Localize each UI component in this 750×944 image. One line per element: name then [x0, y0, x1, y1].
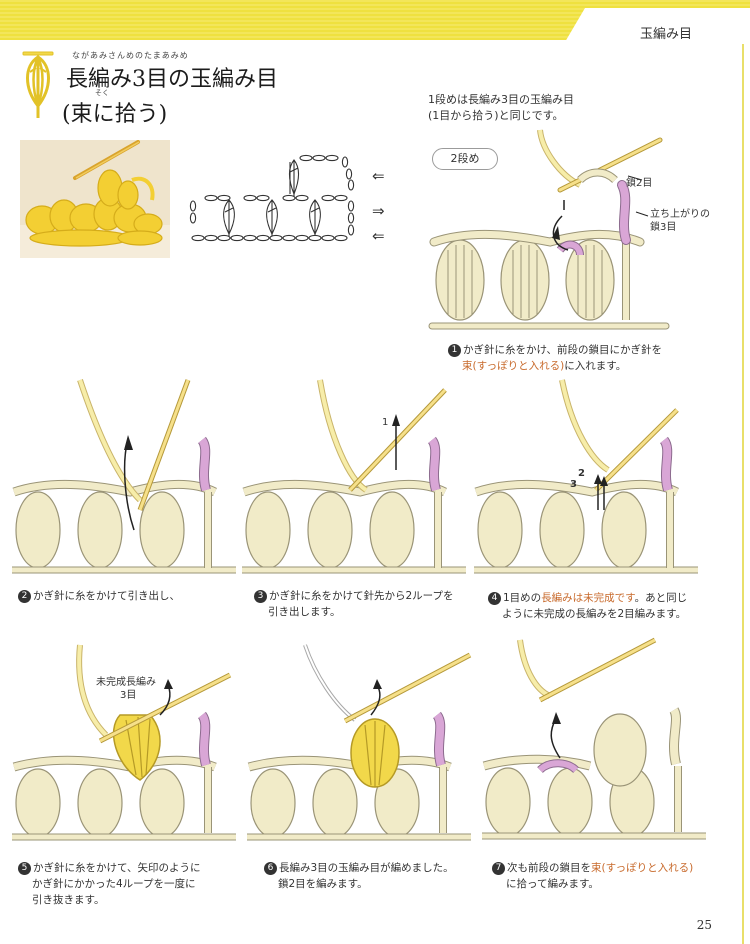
yarn-base-rows — [428, 229, 670, 330]
round-2-badge: 2段め — [432, 148, 498, 170]
chart-arrow-chain: ⇐ — [372, 227, 385, 245]
step2-illustration — [12, 379, 236, 574]
chart-arrow-row1: ⇒ — [372, 202, 385, 220]
step6-illustration — [247, 644, 472, 841]
step1-number: 1 — [448, 344, 461, 357]
intro-note: 1段めは長編み3目の玉編み目 (1目から拾う)と同じです。 — [428, 92, 574, 124]
swatch-photo — [20, 140, 170, 258]
working-yarn — [537, 129, 582, 188]
label-chain-2: 鎖2目 — [626, 178, 653, 189]
step5-number: 5 — [18, 862, 31, 875]
step7-illustration — [482, 637, 706, 840]
step5-illustration — [12, 644, 236, 841]
label-unfinished-line2: 3目 — [120, 690, 137, 701]
puff-stitch-symbol-icon — [22, 51, 54, 118]
step2-number: 2 — [18, 590, 31, 603]
page-title: 長編み3目の玉編み目 — [66, 67, 278, 92]
step7-number: 7 — [492, 862, 505, 875]
step4-mark-2: 2 — [578, 468, 585, 479]
title-ruby: ながあみさんめのたまあみめ — [72, 51, 189, 60]
step3-mark: 1 — [382, 417, 389, 428]
step4-number: 4 — [488, 592, 501, 605]
side-rule — [742, 44, 744, 944]
header-tab — [565, 8, 750, 42]
label-turning-chain-line2: 鎖3目 — [650, 222, 677, 233]
yellow-swatch-image — [20, 140, 170, 258]
step4-mark-3: 3 — [570, 479, 577, 490]
intro-note-line2: (1目から拾う)と同じです。 — [428, 109, 564, 122]
step1-illustration — [428, 129, 670, 330]
chart-chain-row-bottom — [191, 224, 355, 242]
chart-chain-row-middle — [204, 194, 348, 202]
step6-number: 6 — [264, 862, 277, 875]
step3-illustration — [242, 379, 466, 574]
chart-arrow-row2: ⇐ — [372, 167, 385, 185]
subtitle-ruby: そく — [95, 89, 109, 97]
section-title: 玉編み目 — [639, 27, 692, 42]
chart-puff-stitches — [223, 199, 321, 236]
label-turning-chain-line1: 立ち上がりの — [650, 209, 710, 220]
header-band — [0, 0, 750, 42]
page-number: 25 — [696, 918, 712, 932]
step3-number: 3 — [254, 590, 267, 603]
stitch-chart — [189, 154, 355, 242]
intro-note-line1: 1段めは長編み3目の玉編み目 — [428, 93, 574, 106]
page-subtitle: (束に拾う) — [62, 102, 168, 127]
label-unfinished-line1: 未完成長編み — [96, 677, 156, 688]
step4-illustration — [474, 379, 698, 574]
